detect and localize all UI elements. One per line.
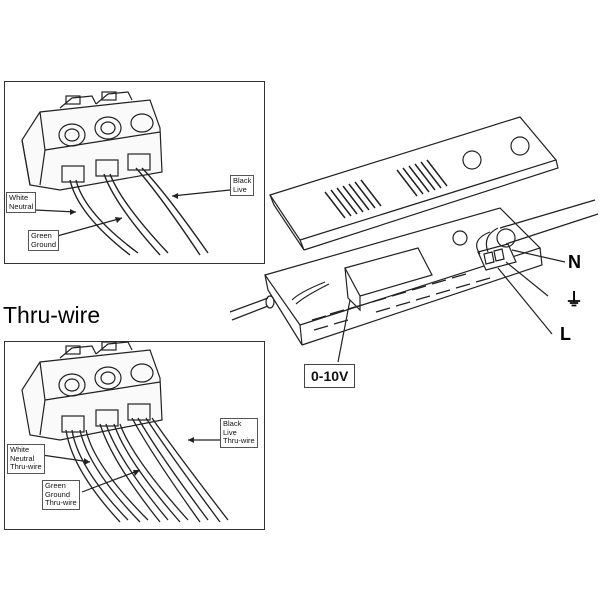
neutral-label: N	[568, 252, 581, 272]
thru-wire-title: Thru-wire	[3, 302, 101, 328]
ground-symbol-icon: ⏚	[565, 290, 583, 310]
bottom-black-live-tag: Black Live Thru-wire	[220, 418, 258, 448]
bottom-green-ground-tag: Green Ground Thru-wire	[42, 480, 80, 510]
top-white-neutral-tag: White Neutral	[6, 192, 37, 213]
live-label: L	[560, 324, 571, 344]
top-black-live-tag: Black Live	[230, 175, 255, 196]
bottom-white-neutral-tag: White Neutral Thru-wire	[7, 444, 45, 474]
dimming-0-10v-label: 0-10V	[304, 364, 356, 388]
top-green-ground-tag: Green Ground	[28, 230, 60, 251]
